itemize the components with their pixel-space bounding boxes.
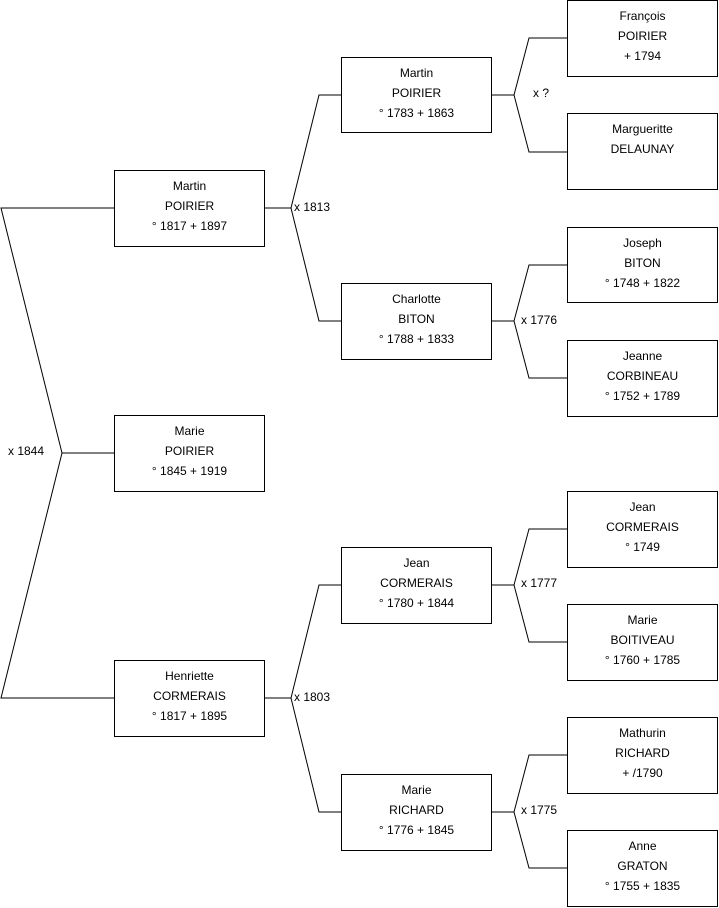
person-dates: + /1790 bbox=[622, 766, 663, 780]
person-box-francois-poirier: François POIRIER + 1794 bbox=[567, 0, 718, 77]
person-last-name: CORMERAIS bbox=[153, 689, 226, 703]
person-dates: ° 1748 + 1822 bbox=[604, 276, 681, 290]
person-last-name: CORMERAIS bbox=[380, 576, 453, 590]
person-first-name: Marie bbox=[174, 424, 205, 438]
person-box-martin-poirier-1817: Martin POIRIER ° 1817 + 1897 bbox=[114, 170, 265, 247]
person-last-name: BITON bbox=[624, 256, 661, 270]
person-dates: ° 1817 + 1895 bbox=[151, 709, 228, 723]
person-box-margueritte-delaunay: Margueritte DELAUNAY bbox=[567, 113, 718, 190]
person-dates: ° 1760 + 1785 bbox=[604, 653, 681, 667]
person-first-name: Charlotte bbox=[392, 292, 441, 306]
person-first-name: Marie bbox=[627, 613, 658, 627]
person-first-name: Mathurin bbox=[619, 726, 666, 740]
person-dates: ° 1752 + 1789 bbox=[604, 389, 681, 403]
person-first-name: Joseph bbox=[623, 236, 662, 250]
person-last-name: GRATON bbox=[617, 859, 668, 873]
person-first-name: François bbox=[619, 9, 666, 23]
person-first-name: Jeanne bbox=[622, 349, 663, 363]
person-first-name: Martin bbox=[399, 66, 434, 80]
marriage-label: x 1776 bbox=[521, 313, 558, 327]
person-first-name: Anne bbox=[628, 839, 657, 853]
person-dates: ° 1817 + 1897 bbox=[151, 219, 228, 233]
person-dates: ° 1755 + 1835 bbox=[604, 879, 681, 893]
person-last-name: POIRIER bbox=[391, 86, 442, 100]
person-dates: ° 1749 bbox=[625, 540, 660, 554]
person-box-martin-poirier-1783: Martin POIRIER ° 1783 + 1863 bbox=[341, 57, 492, 133]
person-first-name: Jean bbox=[403, 556, 430, 570]
person-first-name: Marie bbox=[401, 783, 432, 797]
person-box-henriette-cormerais: Henriette CORMERAIS ° 1817 + 1895 bbox=[114, 660, 265, 737]
person-last-name: RICHARD bbox=[389, 803, 444, 817]
person-box-jeanne-corbineau: Jeanne CORBINEAU ° 1752 + 1789 bbox=[567, 340, 718, 417]
person-first-name: Margueritte bbox=[612, 122, 673, 136]
person-last-name: BITON bbox=[398, 312, 435, 326]
person-box-joseph-biton: Joseph BITON ° 1748 + 1822 bbox=[567, 227, 718, 303]
person-box-anne-graton: Anne GRATON ° 1755 + 1835 bbox=[567, 830, 718, 907]
person-last-name: POIRIER bbox=[617, 29, 668, 43]
marriage-label: x ? bbox=[533, 86, 550, 100]
person-dates: + 1794 bbox=[623, 49, 662, 63]
person-box-marie-richard: Marie RICHARD ° 1776 + 1845 bbox=[341, 774, 492, 851]
person-last-name: BOITIVEAU bbox=[610, 633, 675, 647]
person-box-jean-cormerais-1780: Jean CORMERAIS ° 1780 + 1844 bbox=[341, 547, 492, 624]
person-last-name: CORMERAIS bbox=[606, 520, 679, 534]
marriage-label: x 1844 bbox=[8, 444, 45, 458]
marriage-label: x 1777 bbox=[521, 576, 558, 590]
person-box-mathurin-richard: Mathurin RICHARD + /1790 bbox=[567, 717, 718, 794]
marriage-label: x 1775 bbox=[521, 803, 558, 817]
person-first-name: Henriette bbox=[165, 669, 214, 683]
person-box-marie-poirier: Marie POIRIER ° 1845 + 1919 bbox=[114, 415, 265, 492]
person-dates: ° 1783 + 1863 bbox=[378, 106, 455, 120]
marriage-label: x 1803 bbox=[294, 690, 331, 704]
person-first-name: Jean bbox=[629, 500, 656, 514]
person-box-charlotte-biton: Charlotte BITON ° 1788 + 1833 bbox=[341, 283, 492, 360]
marriage-label: x 1813 bbox=[294, 200, 331, 214]
person-last-name: POIRIER bbox=[164, 444, 215, 458]
person-first-name: Martin bbox=[172, 179, 207, 193]
person-box-jean-cormerais-1749: Jean CORMERAIS ° 1749 bbox=[567, 491, 718, 568]
person-box-marie-boitiveau: Marie BOITIVEAU ° 1760 + 1785 bbox=[567, 604, 718, 681]
person-last-name: DELAUNAY bbox=[610, 142, 675, 156]
person-dates: ° 1780 + 1844 bbox=[378, 596, 455, 610]
person-last-name: POIRIER bbox=[164, 199, 215, 213]
person-last-name: RICHARD bbox=[615, 746, 670, 760]
person-dates: ° 1776 + 1845 bbox=[378, 823, 455, 837]
person-last-name: CORBINEAU bbox=[606, 369, 679, 383]
person-dates: ° 1788 + 1833 bbox=[378, 332, 455, 346]
person-dates: ° 1845 + 1919 bbox=[151, 464, 228, 478]
